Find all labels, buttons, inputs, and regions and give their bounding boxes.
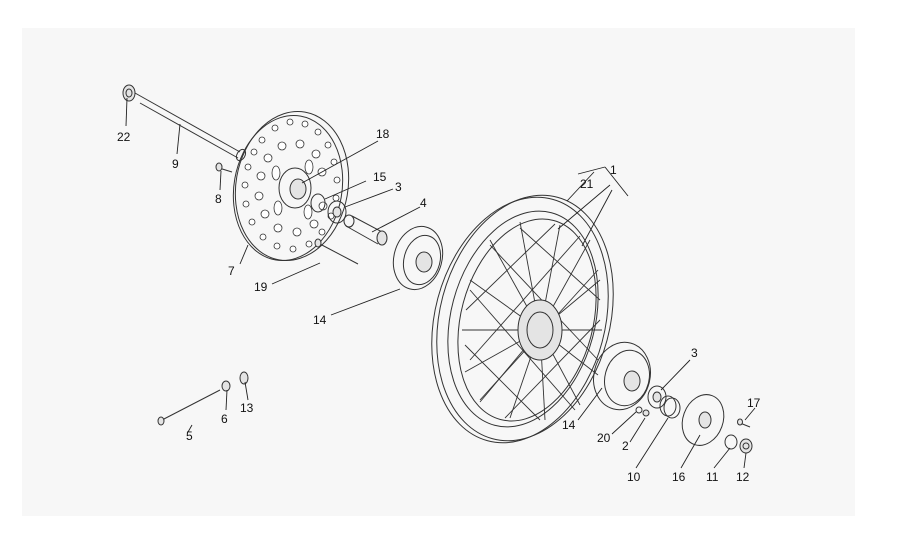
long-bolt (314, 238, 359, 265)
callout-12: 12 (736, 470, 750, 484)
spoked-wheel (431, 194, 614, 444)
callout-1: 1 (610, 163, 617, 177)
callout-20: 20 (597, 431, 611, 445)
callout-labels: 1 21 22 9 8 18 15 3 4 7 19 14 5 6 13 3 1… (117, 127, 761, 484)
callout-3b: 3 (691, 346, 698, 360)
callout-18: 18 (376, 127, 390, 141)
callout-7: 7 (228, 264, 235, 278)
callout-3a: 3 (395, 180, 402, 194)
right-spacer (659, 395, 681, 419)
callout-14b: 14 (562, 418, 576, 432)
callout-17: 17 (747, 396, 761, 410)
loose-spacer (239, 371, 249, 385)
callout-6: 6 (221, 412, 228, 426)
loose-bushing (221, 380, 231, 392)
callout-8: 8 (215, 192, 222, 206)
bearing-right (647, 385, 667, 409)
callout-19: 19 (254, 280, 268, 294)
callout-21: 21 (580, 177, 594, 191)
callout-11: 11 (706, 470, 719, 484)
callout-9: 9 (172, 157, 179, 171)
leader-lines (125, 97, 756, 469)
cover-plate (681, 394, 725, 446)
disc-screw (215, 162, 233, 173)
axle (134, 92, 247, 162)
callout-2: 2 (622, 439, 629, 453)
brake-disc (232, 111, 350, 261)
callout-13: 13 (240, 401, 254, 415)
small-nut (642, 409, 650, 417)
axle-end-nut (739, 438, 753, 454)
axle-nut (122, 84, 136, 102)
small-washer (635, 406, 643, 414)
callout-14a: 14 (313, 313, 327, 327)
bearing-left (327, 200, 347, 224)
cover-screw (737, 418, 751, 428)
hub-flange-left (392, 225, 444, 291)
callout-22: 22 (117, 130, 131, 144)
callout-16: 16 (672, 470, 686, 484)
spacer-tube (343, 214, 388, 246)
callout-4: 4 (420, 196, 427, 210)
callout-10: 10 (627, 470, 641, 484)
hub-flange-right (593, 341, 651, 411)
washer (724, 434, 738, 450)
callout-15: 15 (373, 170, 387, 184)
disc-holes (241, 118, 341, 253)
callout-5: 5 (186, 429, 193, 443)
loose-bolt (157, 389, 221, 426)
spacer-ring (310, 193, 326, 213)
